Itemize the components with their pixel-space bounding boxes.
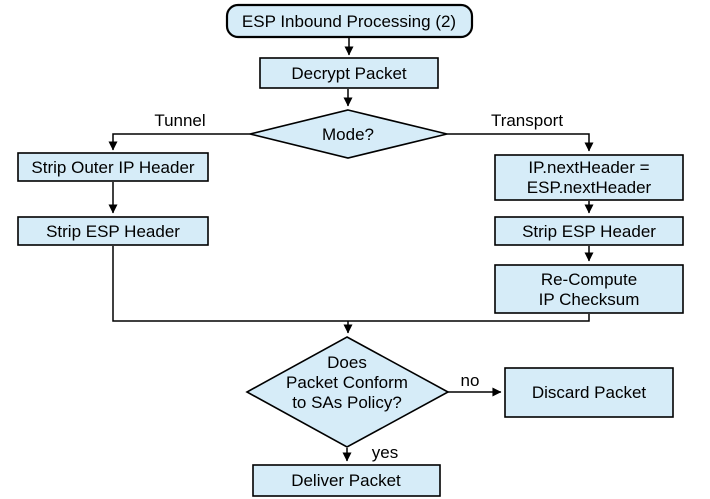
- node-policy-decision-label-line2: Packet Conform: [286, 373, 408, 392]
- node-recompute-checksum-label-line2: IP Checksum: [539, 290, 640, 309]
- node-ip-next-header-shape: [494, 154, 684, 201]
- node-recompute-checksum-shape: [494, 264, 684, 314]
- node-decrypt-packet: Decrypt Packet: [259, 57, 439, 89]
- node-strip-esp-header-right: Strip ESP Header: [494, 216, 684, 246]
- node-strip-esp-header-left: Strip ESP Header: [17, 216, 209, 246]
- node-strip-esp-header-left-shape: [17, 216, 209, 246]
- node-ip-next-header-label-line1: IP.nextHeader =: [528, 158, 649, 177]
- edge-label-tunnel: Tunnel: [154, 111, 205, 130]
- node-title-label: ESP Inbound Processing (2): [242, 12, 456, 31]
- node-strip-esp-header-right-label: Strip ESP Header: [522, 222, 656, 241]
- node-discard-packet-label: Discard Packet: [532, 383, 647, 402]
- node-policy-decision: Does Packet Conform to SAs Policy?: [245, 336, 450, 448]
- node-discard-packet-shape: [504, 367, 674, 418]
- node-title-shape: [225, 3, 474, 39]
- node-ip-next-header: IP.nextHeader = ESP.nextHeader: [494, 154, 684, 201]
- node-recompute-checksum-label-line1: Re-Compute: [541, 270, 637, 289]
- edge-label-no: no: [461, 371, 480, 390]
- node-policy-decision-label-line3: to SAs Policy?: [292, 393, 402, 412]
- node-policy-decision-label-line1: Does: [327, 353, 367, 372]
- node-strip-esp-header-left-label: Strip ESP Header: [46, 222, 180, 241]
- node-deliver-packet-label: Deliver Packet: [291, 471, 401, 490]
- node-strip-outer-ip-header-label: Strip Outer IP Header: [31, 158, 194, 177]
- edge-merge-left: [112, 246, 348, 322]
- node-policy-decision-shape: [245, 336, 450, 448]
- node-ip-next-header-label-line2: ESP.nextHeader: [527, 178, 652, 197]
- edge-label-yes: yes: [372, 443, 398, 462]
- node-deliver-packet: Deliver Packet: [252, 464, 441, 497]
- node-decrypt-packet-label: Decrypt Packet: [291, 64, 407, 83]
- node-recompute-checksum: Re-Compute IP Checksum: [494, 264, 684, 314]
- node-deliver-packet-shape: [252, 464, 441, 497]
- node-mode-decision-shape: [249, 109, 448, 159]
- node-title: ESP Inbound Processing (2): [225, 3, 474, 39]
- node-mode-decision-label: Mode?: [322, 125, 374, 144]
- node-mode-decision: Mode?: [249, 109, 448, 159]
- node-strip-esp-header-right-shape: [494, 216, 684, 246]
- edge-mode-transport-branch: [447, 133, 594, 152]
- node-discard-packet: Discard Packet: [504, 367, 674, 418]
- node-decrypt-packet-shape: [259, 57, 439, 89]
- edge-merge-right: [348, 314, 590, 322]
- edge-label-transport: Transport: [491, 111, 563, 130]
- node-strip-outer-ip-header: Strip Outer IP Header: [17, 152, 209, 182]
- edge-mode-tunnel-branch: [108, 133, 250, 151]
- node-strip-outer-ip-header-shape: [17, 152, 209, 182]
- edges: [108, 38, 594, 462]
